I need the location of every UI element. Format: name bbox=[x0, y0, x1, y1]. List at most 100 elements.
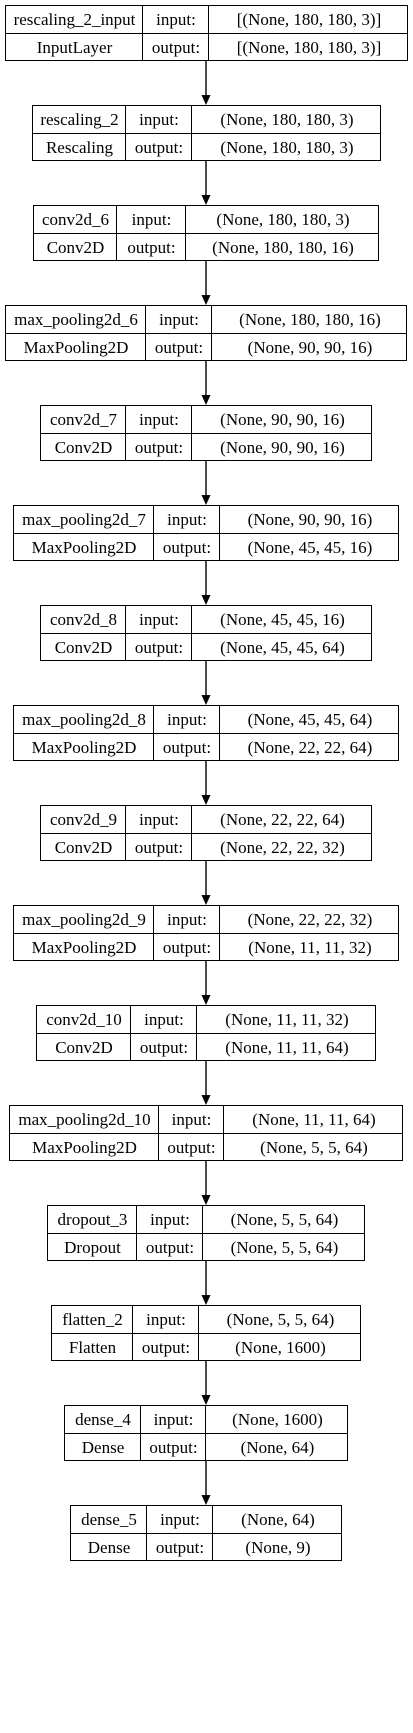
output-label: output: bbox=[162, 538, 212, 557]
output-shape: [(None, 180, 180, 3)] bbox=[236, 38, 382, 57]
row-divider bbox=[41, 833, 371, 835]
column-divider bbox=[136, 1206, 138, 1260]
column-divider bbox=[191, 406, 193, 460]
column-divider bbox=[196, 1006, 198, 1060]
input-shape: (None, 5, 5, 64) bbox=[230, 1210, 339, 1229]
output-label: output: bbox=[139, 1038, 189, 1057]
connection-arrow bbox=[201, 1061, 211, 1105]
column-divider bbox=[116, 206, 118, 260]
column-divider bbox=[212, 1506, 214, 1560]
column-divider bbox=[153, 906, 155, 960]
column-divider bbox=[153, 706, 155, 760]
input-shape: (None, 45, 45, 16) bbox=[220, 610, 345, 629]
layer-name: conv2d_8 bbox=[49, 610, 118, 629]
row-divider bbox=[41, 633, 371, 635]
output-label: output: bbox=[155, 1538, 205, 1557]
row-divider bbox=[41, 433, 371, 435]
input-label: input: bbox=[167, 910, 207, 929]
column-divider bbox=[202, 1206, 204, 1260]
output-label: output: bbox=[167, 1138, 216, 1157]
output-shape: (None, 22, 22, 32) bbox=[220, 838, 345, 857]
layer-type: MaxPooling2D bbox=[31, 738, 137, 757]
input-shape: (None, 180, 180, 16) bbox=[239, 310, 381, 329]
layer-name: flatten_2 bbox=[62, 1310, 123, 1329]
layer-type: MaxPooling2D bbox=[31, 938, 137, 957]
layer-name: conv2d_7 bbox=[49, 410, 118, 429]
output-label: output: bbox=[154, 338, 204, 357]
connection-arrow bbox=[201, 661, 211, 705]
row-divider bbox=[14, 733, 398, 735]
output-label: output: bbox=[134, 638, 184, 657]
column-divider bbox=[145, 306, 147, 360]
layer-name: dense_4 bbox=[75, 1410, 131, 1429]
input-shape: (None, 11, 11, 64) bbox=[252, 1110, 376, 1129]
input-shape: (None, 90, 90, 16) bbox=[220, 410, 345, 429]
output-label: output: bbox=[141, 1338, 191, 1357]
column-divider bbox=[219, 906, 221, 960]
layer-name: conv2d_10 bbox=[46, 1010, 122, 1029]
row-divider bbox=[48, 1233, 364, 1235]
layer-type: Dense bbox=[81, 1438, 125, 1457]
input-label: input: bbox=[159, 310, 199, 329]
input-shape: (None, 180, 180, 3) bbox=[220, 110, 354, 129]
layer-type: Conv2D bbox=[54, 838, 113, 857]
input-shape: (None, 22, 22, 64) bbox=[220, 810, 345, 829]
output-shape: (None, 1600) bbox=[235, 1338, 326, 1357]
connection-arrow bbox=[201, 761, 211, 805]
connection-arrow bbox=[201, 961, 211, 1005]
output-shape: (None, 180, 180, 16) bbox=[212, 238, 354, 257]
connection-arrow bbox=[201, 61, 211, 105]
row-divider bbox=[37, 1033, 375, 1035]
connection-arrow bbox=[201, 861, 211, 905]
layer-type: Conv2D bbox=[54, 438, 113, 457]
row-divider bbox=[34, 233, 378, 235]
connection-arrow bbox=[201, 1261, 211, 1305]
output-shape: (None, 64) bbox=[240, 1438, 315, 1457]
input-shape: (None, 180, 180, 3) bbox=[216, 210, 350, 229]
output-label: output: bbox=[134, 138, 184, 157]
output-shape: (None, 5, 5, 64) bbox=[260, 1138, 368, 1157]
column-divider bbox=[130, 1006, 132, 1060]
column-divider bbox=[191, 606, 193, 660]
output-label: output: bbox=[134, 438, 184, 457]
input-label: input: bbox=[150, 1210, 190, 1229]
layer-name: conv2d_9 bbox=[49, 810, 118, 829]
output-shape: (None, 22, 22, 64) bbox=[247, 738, 373, 757]
column-divider bbox=[153, 506, 155, 560]
input-label: input: bbox=[160, 1510, 200, 1529]
column-divider bbox=[219, 706, 221, 760]
layer-type: MaxPooling2D bbox=[31, 538, 137, 557]
layer-type: InputLayer bbox=[36, 38, 113, 57]
input-label: input: bbox=[139, 810, 179, 829]
input-shape: (None, 64) bbox=[241, 1510, 315, 1529]
column-divider bbox=[223, 1106, 225, 1160]
connection-arrow bbox=[201, 1161, 211, 1205]
input-shape: [(None, 180, 180, 3)] bbox=[236, 10, 382, 29]
output-label: output: bbox=[134, 838, 184, 857]
layer-type: Conv2D bbox=[54, 638, 113, 657]
layer-type: MaxPooling2D bbox=[32, 1138, 137, 1157]
input-label: input: bbox=[146, 1310, 186, 1329]
input-shape: (None, 1600) bbox=[232, 1410, 323, 1429]
layer-name: max_pooling2d_8 bbox=[22, 710, 146, 729]
row-divider bbox=[14, 933, 398, 935]
output-label: output: bbox=[151, 38, 201, 57]
layer-type: MaxPooling2D bbox=[23, 338, 129, 357]
column-divider bbox=[125, 806, 127, 860]
layer-name: rescaling_2_input bbox=[13, 10, 136, 29]
